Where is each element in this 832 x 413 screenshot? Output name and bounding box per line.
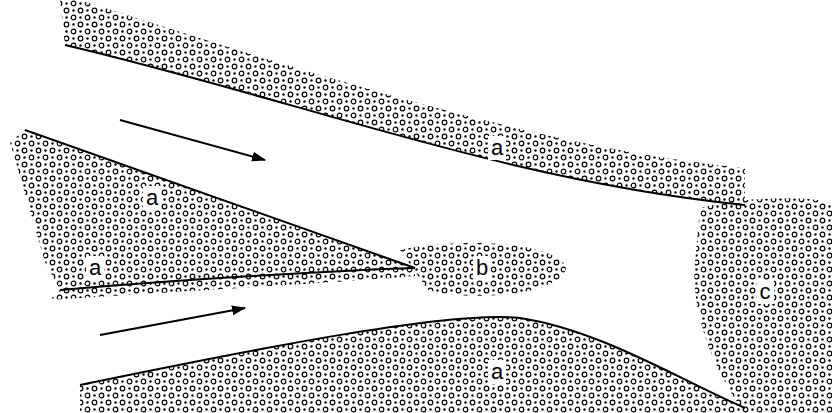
region-label: c <box>757 280 774 304</box>
bank-line <box>25 130 415 268</box>
region-label: a <box>488 136 506 160</box>
bank-stipple <box>80 317 745 413</box>
region-label: b <box>473 256 491 280</box>
bank-line <box>60 268 415 290</box>
bank-line <box>80 317 745 408</box>
region-label: a <box>86 256 104 280</box>
bank-stipple <box>50 268 415 300</box>
region-label: a <box>143 186 161 210</box>
flow-arrow <box>100 308 245 335</box>
bank-stipple <box>60 0 745 205</box>
bar-stipple <box>400 243 566 296</box>
pool-stipple <box>694 198 832 413</box>
bank-stipple <box>10 130 415 290</box>
flow-arrow <box>120 120 265 160</box>
region-label: a <box>488 360 506 384</box>
